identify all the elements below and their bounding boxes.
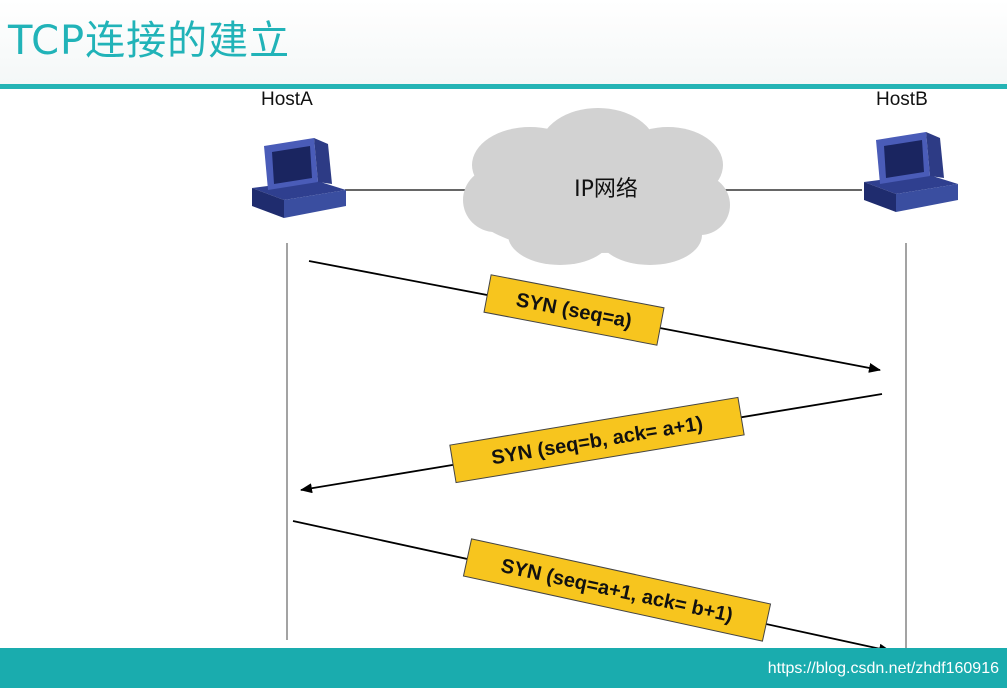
- network-label: IP网络: [574, 177, 638, 202]
- cloud-shape: IP网络: [463, 108, 730, 265]
- page-title: TCP连接的建立: [8, 18, 291, 64]
- watermark-text: https://blog.csdn.net/zhdf160916: [767, 660, 999, 677]
- title-band: TCP连接的建立: [0, 0, 1007, 84]
- message-label-3: SYN (seq=a+1, ack= b+1): [462, 538, 772, 642]
- host-b-label: HostB: [876, 89, 928, 110]
- computer-icon: [864, 132, 958, 212]
- title-divider: [0, 84, 1007, 89]
- host-a-label: HostA: [261, 89, 313, 110]
- computer-icon: [252, 138, 346, 218]
- message-label-1: SYN (seq=a): [483, 274, 665, 346]
- footer-band: https://blog.csdn.net/zhdf160916: [0, 648, 1007, 688]
- message-label-2: SYN (seq=b, ack= a+1): [449, 396, 745, 484]
